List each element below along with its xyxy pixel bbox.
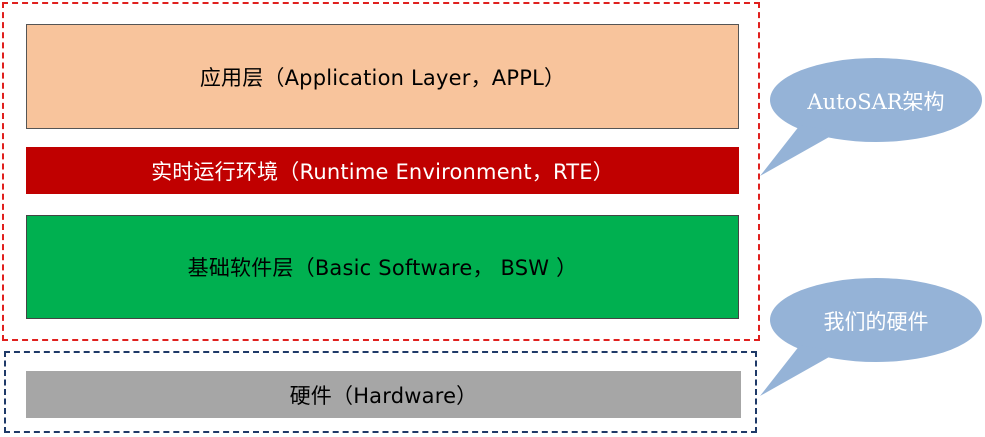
- hardware-layer-label: 硬件（Hardware）: [289, 383, 478, 408]
- autosar-architecture-frame: [2, 2, 760, 341]
- autosar-callout-label: AutoSAR架构: [807, 90, 945, 114]
- hardware-callout-bubble: [760, 278, 982, 396]
- hardware-callout-label: 我们的硬件: [823, 310, 929, 334]
- bsw-layer-label: 基础软件层（Basic Software， BSW ）: [187, 256, 578, 280]
- hardware-frame: [4, 351, 757, 433]
- application-layer-box: 应用层（Application Layer，APPL）: [26, 24, 739, 129]
- autosar-callout-bubble: [760, 58, 982, 176]
- rte-layer-box: 实时运行环境（Runtime Environment，RTE）: [26, 147, 739, 194]
- application-layer-label: 应用层（Application Layer，APPL）: [199, 65, 566, 90]
- hardware-layer-box: 硬件（Hardware）: [26, 371, 741, 418]
- rte-layer-label: 实时运行环境（Runtime Environment，RTE）: [151, 159, 614, 184]
- bsw-layer-box: 基础软件层（Basic Software， BSW ）: [26, 215, 739, 319]
